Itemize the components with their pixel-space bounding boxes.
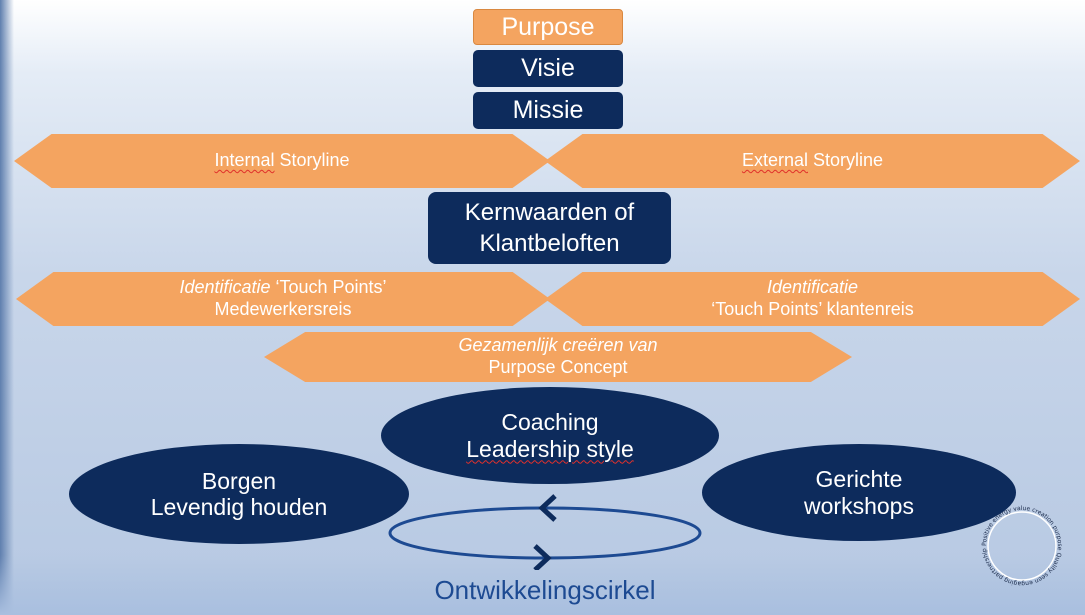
chevron-left-icon [538,494,557,522]
coaching-line2: Leadership style [466,435,634,462]
purpose-label: Purpose [501,12,595,41]
external-word: External [741,150,808,171]
cycle-ellipse [388,506,702,560]
internal-storyline-hexagon: Internal Storyline [14,134,550,188]
purpose-box: Purpose [473,9,623,45]
identificatie-left: Identificatie [179,277,271,298]
borgen-line1: Borgen [201,467,277,494]
borgen-line2: Levendig houden [150,494,328,520]
chevron-right-icon [533,544,552,570]
touchpoints-employee-line1: Identificatie ‘Touch Points’ [179,277,386,299]
left-edge-glow [0,0,14,615]
touchpoints-customer-line1: Identificatie [766,277,859,298]
coaching-line1: Coaching [501,409,599,436]
visie-label: Visie [521,54,575,82]
internal-storyline-label: Internal Storyline [214,150,349,172]
external-storyline-word: Storyline [808,150,884,171]
touchpoints-employee-line2: Medewerkersreis [214,299,352,319]
kernwaarden-line1: Kernwaarden of [464,198,635,226]
external-storyline-hexagon: External Storyline [545,134,1080,188]
purpose-concept-hexagon: Gezamenlijk creëren van Purpose Concept [264,332,852,382]
borgen-ellipse: Borgen Levendig houden [69,444,409,544]
development-cycle [388,494,702,570]
gerichte-line1: Gerichte [815,466,903,493]
logo-text: Positive energy value creation purpose Q… [981,505,1063,587]
touchpoints-employee-hexagon: Identificatie ‘Touch Points’ Medewerkers… [16,272,550,326]
coaching-ellipse: Coaching Leadership style [381,387,719,484]
word-circle-logo: Positive energy value creation purpose Q… [981,505,1063,587]
gerichte-line2: workshops [804,492,914,519]
purpose-concept-line2: Purpose Concept [488,357,628,377]
missie-label: Missie [512,96,584,124]
touchpoints-customer-hexagon: Identificatie ‘Touch Points’ klantenreis [545,272,1080,326]
touch-points-left: ‘Touch Points’ [270,277,387,298]
touchpoints-customer-line2: ‘Touch Points’ klantenreis [711,299,914,319]
logo-circle [987,511,1057,581]
missie-box: Missie [473,92,623,129]
external-storyline-label: External Storyline [742,150,883,172]
kernwaarden-line2: Klantbeloften [479,230,620,257]
kernwaarden-box: Kernwaarden of Klantbeloften [428,192,671,264]
purpose-concept-line1: Gezamenlijk creëren van [458,335,658,356]
cycle-label: Ontwikkelingscirkel [434,575,656,605]
internal-word: Internal [214,150,275,171]
gerichte-workshops-ellipse: Gerichte workshops [702,444,1016,541]
internal-storyline-word: Storyline [274,150,350,171]
visie-box: Visie [473,50,623,87]
